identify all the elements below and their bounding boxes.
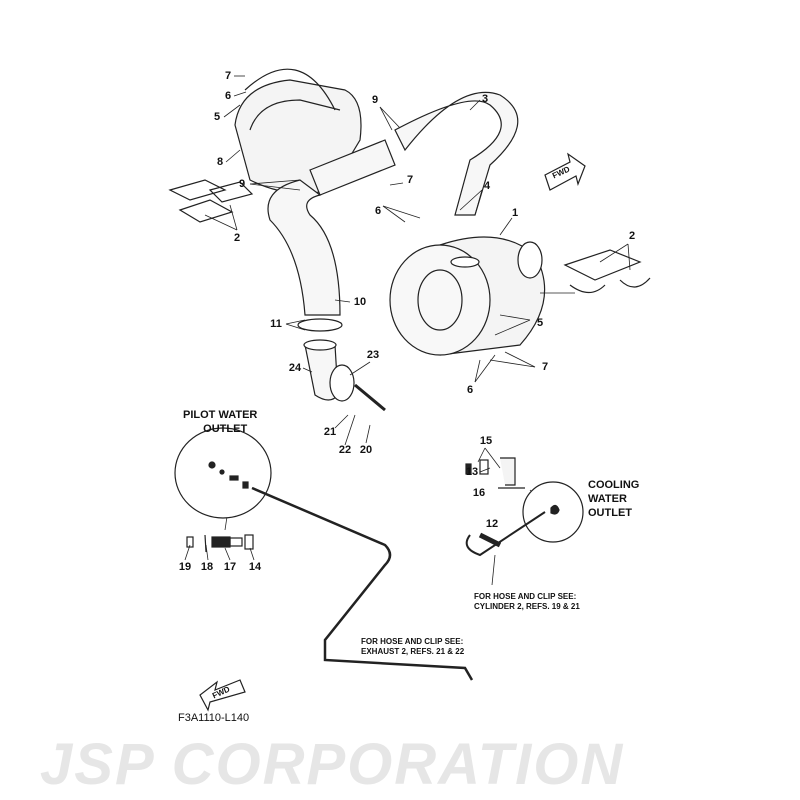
note-line: CYLINDER 2, REFS. 19 & 21	[474, 602, 580, 611]
fwd-arrow-top	[544, 152, 586, 191]
diagram-code: F3A1110-L140	[178, 712, 250, 724]
callout-7: 7	[541, 361, 549, 373]
cooling-hose-12	[465, 511, 546, 557]
hose-3	[394, 91, 519, 216]
note-line: FOR HOSE AND CLIP SEE:	[474, 592, 577, 601]
callout-18: 18	[200, 561, 214, 573]
note-line: FOR HOSE AND CLIP SEE:	[361, 637, 464, 646]
pads-right	[563, 249, 651, 294]
callout-16: 16	[472, 487, 486, 499]
callout-4: 4	[483, 180, 491, 192]
watermark: JSP CORPORATION	[40, 732, 625, 797]
fwd-arrow-bottom	[199, 679, 246, 712]
callout-23: 23	[366, 349, 380, 361]
duct	[309, 139, 396, 196]
fan-23	[329, 364, 355, 402]
callout-5: 5	[536, 317, 544, 329]
callout-10: 10	[353, 296, 367, 308]
pilot-water-line	[251, 486, 474, 681]
callout-21: 21	[323, 426, 337, 438]
note-line: EXHAUST 2, REFS. 21 & 22	[361, 647, 465, 656]
callout-5: 5	[213, 111, 221, 123]
label-line: WATER	[588, 493, 627, 505]
label-line: OUTLET	[203, 423, 248, 435]
callout-15: 15	[479, 435, 493, 447]
callout-14: 14	[248, 561, 262, 573]
note-cylinder: FOR HOSE AND CLIP SEE: CYLINDER 2, REFS.…	[474, 592, 580, 612]
leader-lines	[184, 75, 631, 586]
callout-19: 19	[178, 561, 192, 573]
callout-2: 2	[233, 232, 241, 244]
callout-6: 6	[466, 384, 474, 396]
hose-10	[267, 179, 341, 316]
cooling-water-outlet-label: COOLING WATER OUTLET	[588, 478, 639, 520]
callout-7: 7	[224, 70, 232, 82]
callout-9: 9	[238, 178, 246, 190]
callout-17: 17	[223, 561, 237, 573]
callout-7: 7	[406, 174, 414, 186]
note-exhaust: FOR HOSE AND CLIP SEE: EXHAUST 2, REFS. …	[361, 637, 464, 657]
callout-1: 1	[511, 207, 519, 219]
callout-3: 3	[481, 93, 489, 105]
callout-11: 11	[270, 318, 282, 330]
pilot-water-outlet-label: PILOT WATER OUTLET	[183, 408, 257, 436]
callout-13: 13	[465, 466, 479, 478]
callout-8: 8	[216, 156, 224, 168]
callout-6: 6	[374, 205, 382, 217]
callout-9: 9	[371, 94, 379, 106]
callout-2: 2	[628, 230, 636, 242]
label-line: OUTLET	[588, 507, 632, 519]
callout-24: 24	[288, 362, 302, 374]
callout-6: 6	[224, 90, 232, 102]
callout-12: 12	[485, 518, 499, 530]
callout-20: 20	[359, 444, 373, 456]
air-box	[389, 236, 546, 356]
label-line: PILOT WATER	[183, 409, 258, 421]
label-line: COOLING	[588, 479, 640, 491]
callout-22: 22	[338, 444, 352, 456]
